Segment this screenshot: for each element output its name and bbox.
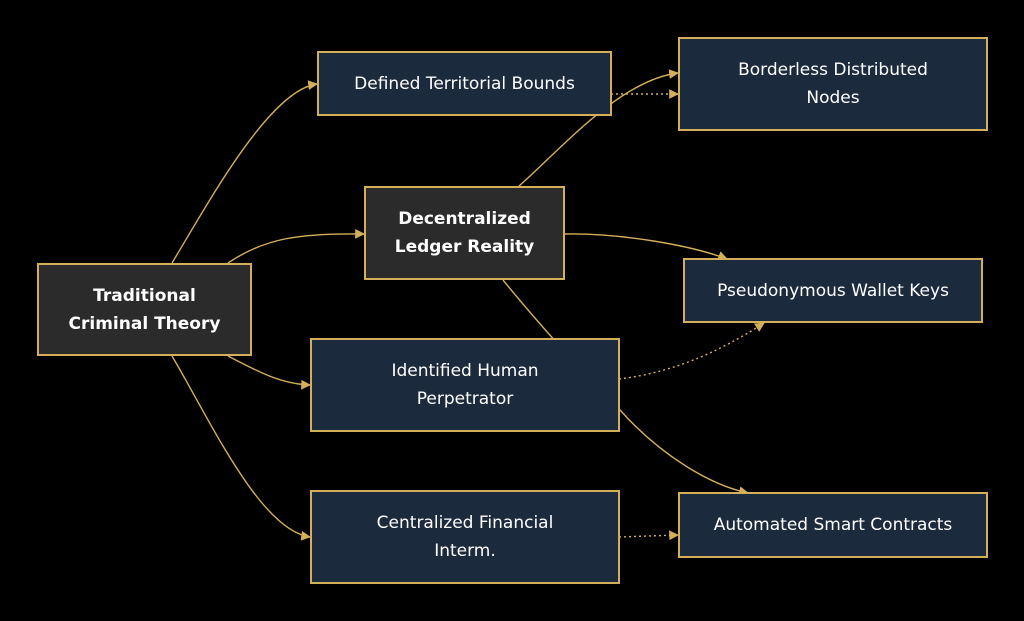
node-borderless-distributed-nodes: Borderless Distributed Nodes: [678, 37, 988, 131]
node-decentralized-ledger-reality: Decentralized Ledger Reality: [364, 186, 565, 280]
edge-human-to-wallet: [618, 322, 765, 380]
edge-intermediary-to-contracts: [618, 530, 679, 541]
node-contracts-label: Automated Smart Contracts: [713, 515, 953, 535]
edge-decentralized-to-wallet: [564, 233, 728, 261]
edge-traditional-to-intermediary: [171, 355, 311, 541]
node-human-label: Identified Human Perpetrator: [391, 361, 539, 409]
edge-traditional-to-territorial: [171, 80, 318, 264]
node-defined-territorial-bounds: Defined Territorial Bounds: [317, 51, 612, 116]
node-traditional-label: Traditional Criminal Theory: [68, 285, 221, 334]
node-pseudonymous-wallet-keys: Pseudonymous Wallet Keys: [683, 258, 983, 323]
node-territorial-label: Defined Territorial Bounds: [354, 73, 575, 94]
edge-decentralized-to-borderless: [518, 69, 679, 187]
edge-traditional-to-decentralized: [227, 228, 365, 264]
node-identified-human-perpetrator: Identified Human Perpetrator: [310, 338, 620, 432]
edge-traditional-to-human: [227, 355, 311, 390]
node-automated-smart-contracts: Automated Smart Contracts: [678, 492, 988, 558]
node-wallet-label: Pseudonymous Wallet Keys: [717, 280, 949, 301]
node-intermediary-label: Centralized Financial Interm.: [376, 513, 554, 561]
node-traditional-criminal-theory: Traditional Criminal Theory: [37, 263, 252, 356]
node-decentralized-label: Decentralized Ledger Reality: [394, 209, 535, 257]
node-centralized-financial-interm: Centralized Financial Interm.: [310, 490, 620, 584]
node-borderless-label: Borderless Distributed Nodes: [738, 60, 928, 108]
